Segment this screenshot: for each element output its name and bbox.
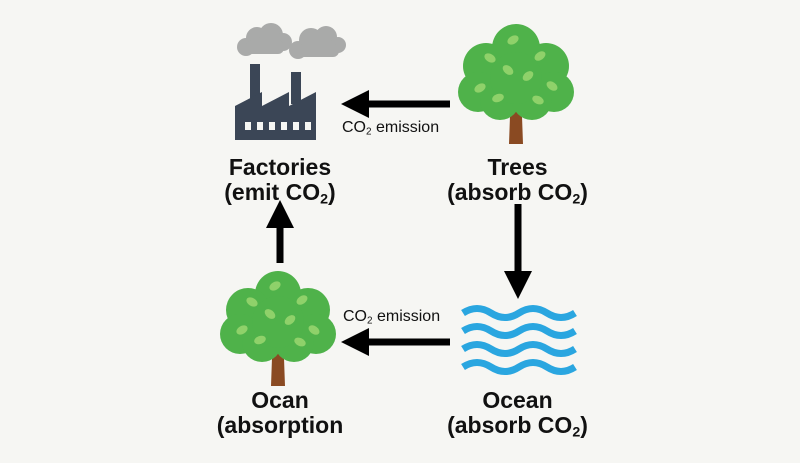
tree-icon bbox=[458, 24, 574, 144]
trees-title: Trees bbox=[487, 154, 548, 180]
factories-title: Factories bbox=[228, 154, 332, 180]
smoke-cloud-left bbox=[237, 23, 292, 56]
edge-label-ocean-to-ocan: CO2 emission bbox=[343, 308, 441, 327]
node-label-trees: Trees (absorb CO2) bbox=[430, 154, 605, 208]
ocean-title: Ocean bbox=[482, 387, 553, 413]
factories-subtitle: (emit CO2) bbox=[224, 179, 336, 208]
trees-subtitle: (absorb CO2) bbox=[447, 179, 588, 208]
edge-label-trees-to-factories: CO2 emission bbox=[342, 119, 440, 138]
waves-icon bbox=[461, 305, 577, 375]
ocan-subtitle: (absorption bbox=[216, 412, 344, 438]
node-label-factories: Factories (emit CO2) bbox=[200, 154, 360, 208]
smoke-cloud-right bbox=[289, 26, 346, 59]
ocan-title: Ocan bbox=[251, 387, 309, 413]
tree-icon bbox=[220, 271, 336, 386]
node-label-ocan: Ocan (absorption bbox=[200, 388, 360, 438]
node-label-ocean: Ocean (absorb CO2) bbox=[430, 387, 605, 441]
factory-icon bbox=[235, 23, 346, 140]
ocean-subtitle: (absorb CO2) bbox=[447, 412, 588, 441]
